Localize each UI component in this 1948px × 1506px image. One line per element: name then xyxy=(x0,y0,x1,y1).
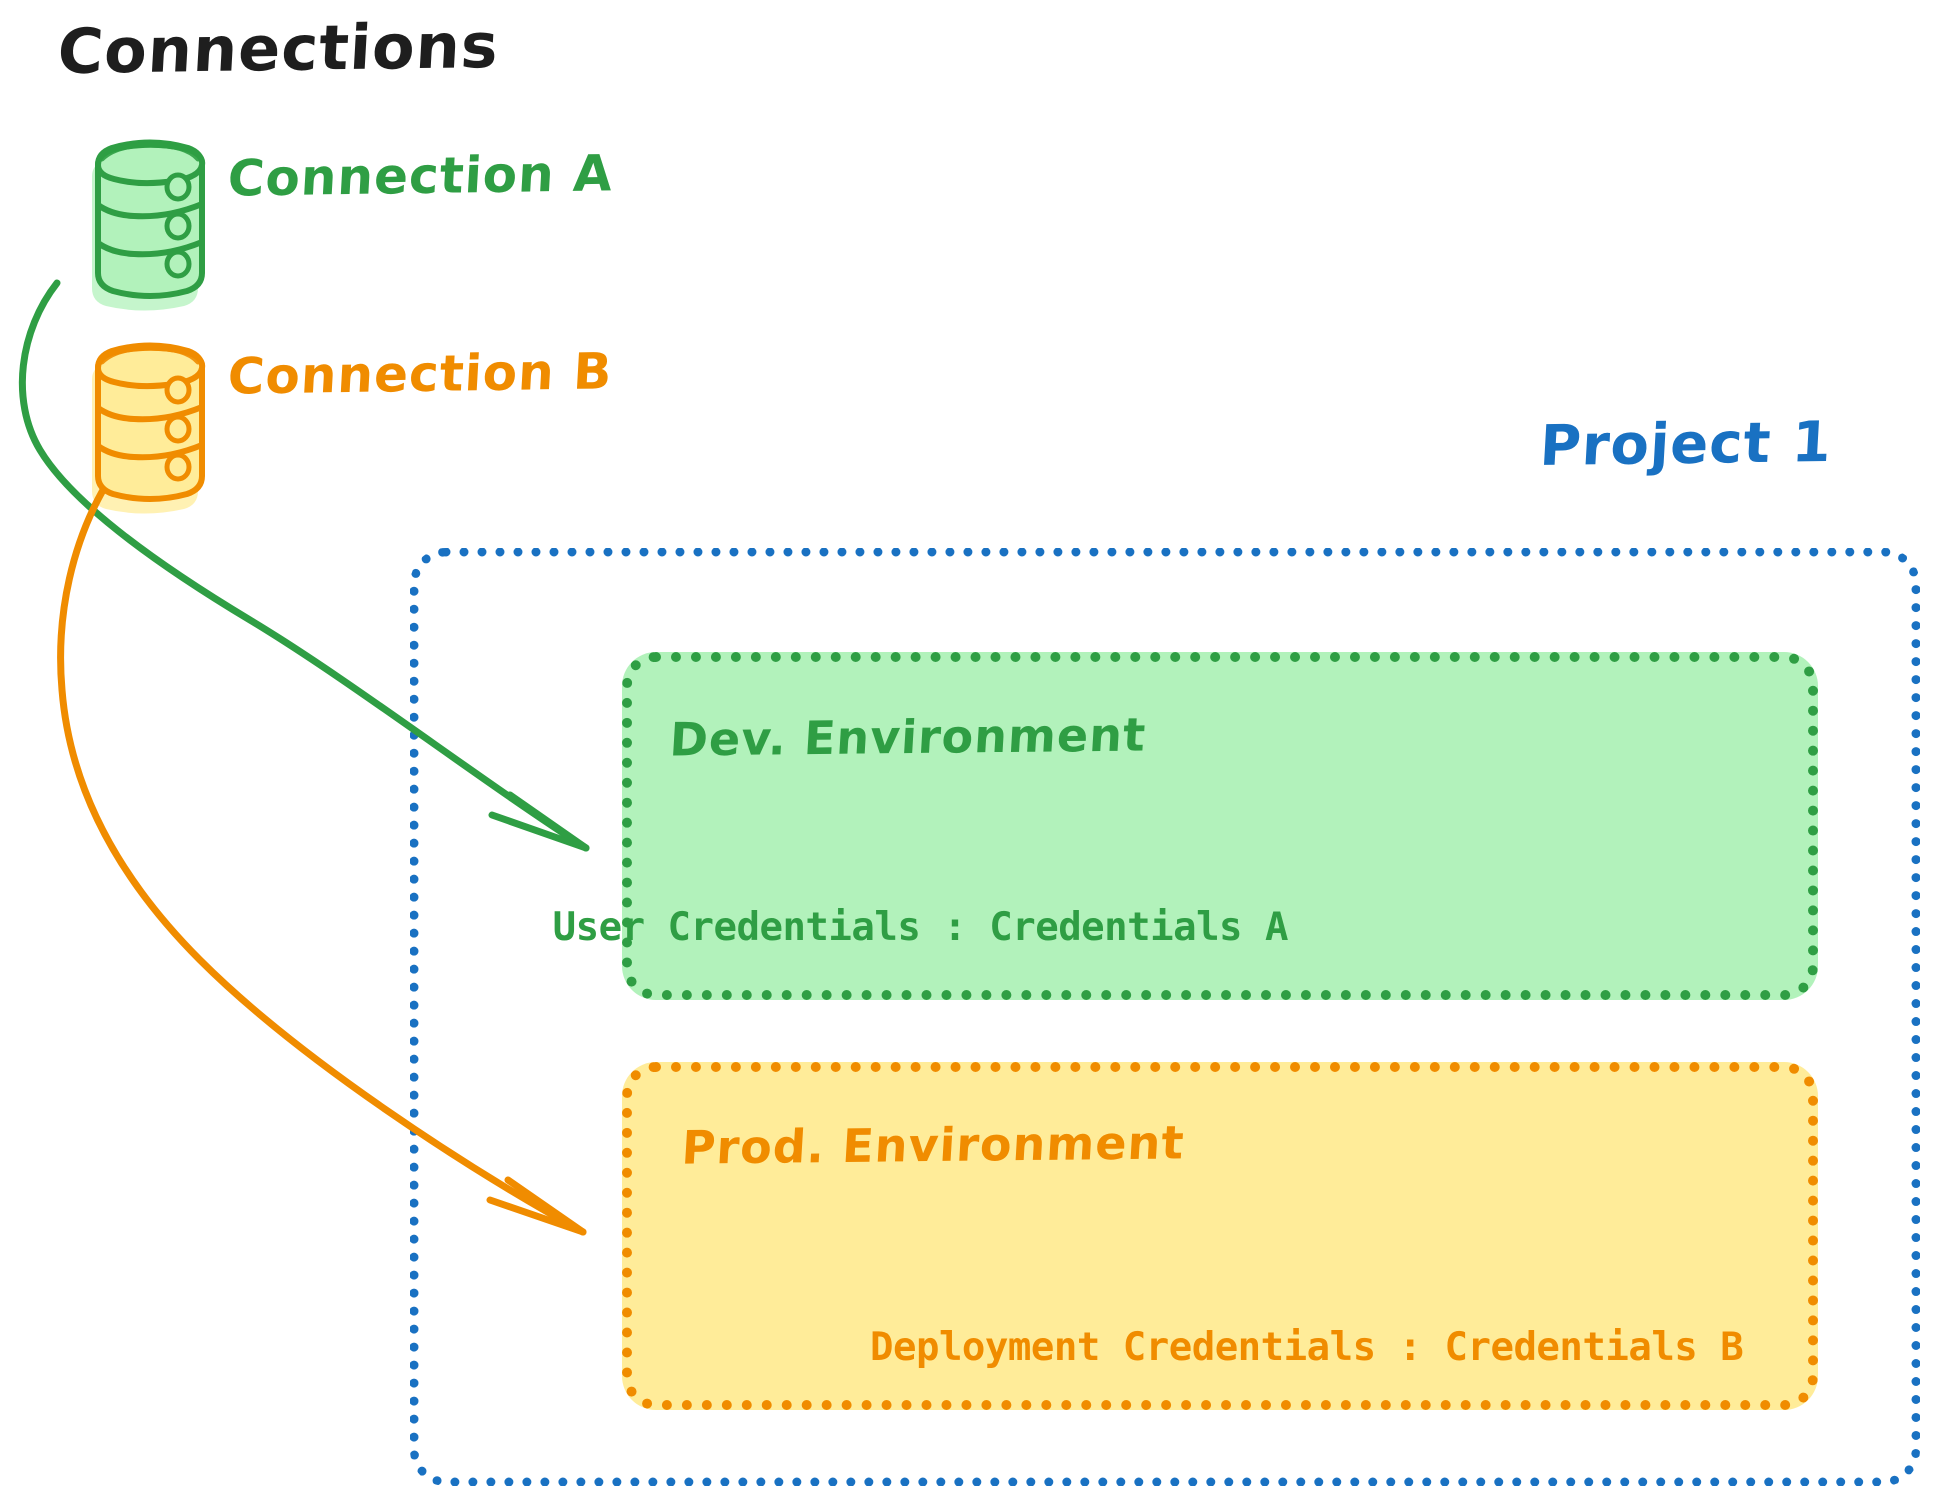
dev-environment-title: Dev. Environment xyxy=(668,707,1148,767)
project-container xyxy=(410,548,1920,1486)
connection-b-label: Connection B xyxy=(226,342,615,406)
project-title: Project 1 xyxy=(1538,409,1834,480)
dev-environment-box[interactable] xyxy=(622,652,1818,1000)
page-title: Connections xyxy=(55,8,501,89)
connection-a-to-dev-arrow xyxy=(18,279,590,852)
database-cylinder-icon-connection-a[interactable] xyxy=(70,130,230,315)
prod-environment-credentials: Deployment Credentials : Credentials B xyxy=(870,1325,1744,1370)
connection-a-label: Connection A xyxy=(226,144,615,208)
database-cylinder-icon-connection-b[interactable] xyxy=(70,333,230,518)
prod-environment-title: Prod. Environment xyxy=(680,1115,1187,1175)
connection-b-to-prod-arrow xyxy=(57,486,587,1236)
prod-environment-box[interactable] xyxy=(622,1062,1818,1410)
dev-environment-credentials: User Credentials : Credentials A xyxy=(552,905,1289,950)
